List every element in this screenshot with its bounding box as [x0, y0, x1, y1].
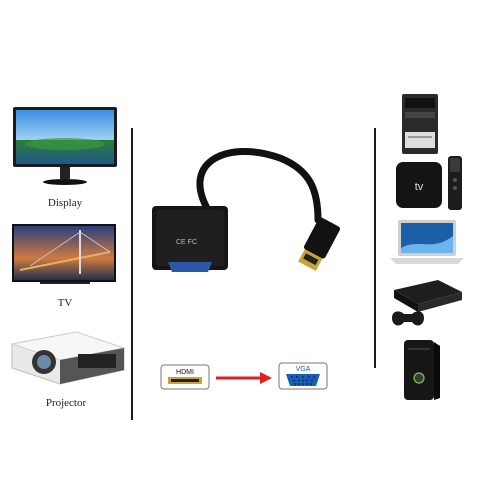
hdmi-to-vga-adapter-image: CE FC	[152, 148, 340, 272]
hdmi-connector-icon: HDMI	[160, 364, 210, 390]
hdmi-label: HDMI	[176, 369, 194, 376]
right-divider	[374, 128, 376, 368]
tv-label: TV	[57, 297, 73, 309]
game-console-image	[392, 280, 462, 326]
laptop-image	[390, 220, 464, 264]
vga-label: VGA	[296, 366, 311, 373]
display-monitor-image	[13, 107, 117, 185]
svg-text:tv: tv	[415, 181, 424, 193]
display-label: Display	[47, 197, 83, 209]
arrow-icon	[216, 372, 272, 384]
projector-image	[10, 331, 126, 385]
projector-label: Projector	[45, 397, 87, 409]
apple-tv-image: tv	[396, 156, 462, 210]
desktop-pc-image	[402, 94, 438, 154]
certification-marks: CE FC	[176, 239, 197, 246]
tv-image	[12, 224, 116, 284]
left-divider	[131, 128, 133, 420]
vga-connector-icon: VGA	[278, 362, 328, 390]
xbox-console-image	[404, 340, 440, 400]
